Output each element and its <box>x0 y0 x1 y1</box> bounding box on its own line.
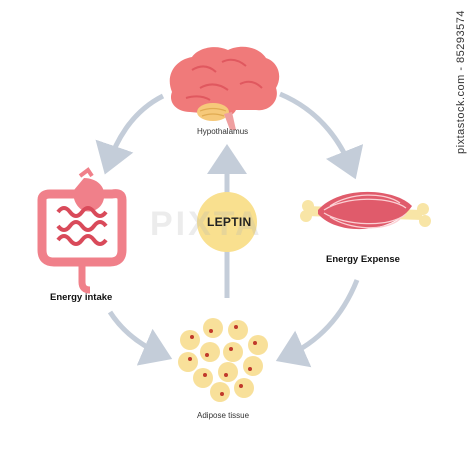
leptin-label: LEPTIN <box>207 215 252 229</box>
leptin-circle <box>197 192 257 252</box>
digestive-system-icon <box>37 167 127 294</box>
muscle-bone-icon <box>300 191 431 230</box>
fat-cells-icon <box>178 318 268 402</box>
energy-expense-label: Energy Expense <box>326 254 400 265</box>
arrow-hypothalamus-to-intake <box>95 93 165 175</box>
brain-icon <box>169 46 280 130</box>
hypothalamus-label: Hypothalamus <box>197 127 249 136</box>
stock-id-text: pixtastock.com - 85293574 <box>455 10 467 154</box>
watermark: PIXTA <box>150 205 263 243</box>
arrow-intake-to-adipose <box>107 310 173 366</box>
arrow-hypothalamus-to-expense <box>279 91 364 180</box>
adipose-tissue-label: Adipose tissue <box>197 411 250 420</box>
energy-intake-label: Energy intake <box>50 292 113 303</box>
arrow-expense-to-adipose <box>275 279 360 368</box>
